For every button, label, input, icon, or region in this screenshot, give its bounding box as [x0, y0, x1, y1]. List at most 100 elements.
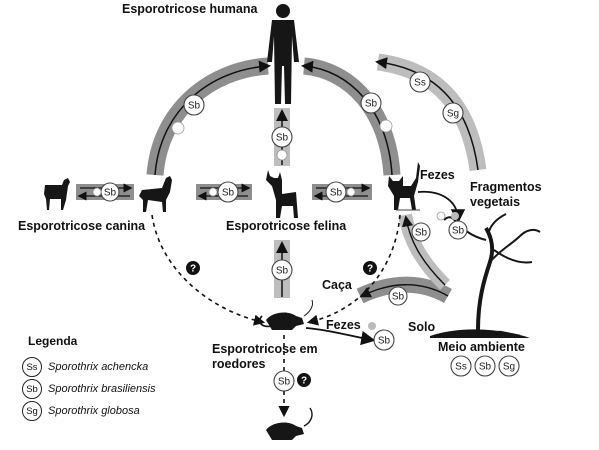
legend-item-sb: Sb Sporothrix brasiliensis — [22, 378, 156, 400]
species-coin-label: Sg — [503, 362, 515, 373]
legend-code-ss: Ss — [22, 357, 42, 377]
species-coin-sb: Sb — [271, 259, 293, 281]
unknown-question-icon: ? — [297, 373, 311, 387]
svg-text:?: ? — [367, 264, 373, 275]
species-coin-label: Sb — [276, 133, 289, 144]
rat-icon-bottom — [266, 407, 313, 440]
rat-icon-middle — [258, 299, 313, 330]
band-tree-to-rodent — [356, 276, 452, 304]
unknown-question-icon — [368, 322, 376, 330]
species-coin-circle — [498, 355, 520, 377]
species-coin-ss — [379, 119, 393, 133]
species-coin-circle — [448, 220, 468, 240]
cat-icon-right — [388, 162, 420, 211]
species-coin-label: Sb — [392, 292, 405, 303]
species-coin-label: Sb — [415, 228, 428, 239]
species-coin-label: Sb — [479, 362, 492, 373]
svg-text:?: ? — [190, 264, 196, 275]
species-coin-circle — [271, 259, 293, 281]
doberman-icon — [139, 176, 172, 212]
species-coin-ss — [92, 187, 102, 197]
species-coin-label: Sb — [278, 377, 291, 388]
label-soil: Solo — [408, 320, 436, 334]
species-coin-circle — [379, 119, 393, 133]
unknown-question-icon: ? — [363, 261, 377, 275]
species-coin-sb: Sb — [474, 355, 496, 377]
label-canine-sporotrichosis: Esporotricose canina — [18, 219, 146, 233]
soil-mound — [430, 329, 530, 338]
species-coin-sg: Sg — [498, 355, 520, 377]
species-coin-label: Ss — [414, 78, 426, 89]
species-coin-sg: Sg — [442, 102, 464, 124]
species-coin-label: Sb — [378, 336, 391, 347]
dog-icon-left — [44, 178, 70, 210]
label-feces-rodent: Fezes — [326, 318, 361, 332]
band-fragments-to-human — [375, 53, 487, 172]
species-coin-label: Sb — [365, 99, 378, 110]
species-coin-circle — [373, 329, 395, 351]
species-coin-ss — [346, 187, 356, 197]
band-feline-to-human — [301, 57, 401, 176]
species-coin-circle — [450, 355, 472, 377]
arrow-rodent-feces-to-soil — [305, 327, 376, 346]
species-coin-circle — [92, 187, 102, 197]
species-coin-circle — [474, 355, 496, 377]
species-coin-ss — [208, 187, 218, 197]
species-coin-circle — [346, 187, 356, 197]
label-plant-fragments: Fragmentos vegetais — [470, 180, 542, 209]
species-coin-label: Sb — [188, 101, 201, 112]
legend-item-sg: Sg Sporothrix globosa — [22, 400, 140, 422]
species-coin-sb: Sb — [411, 222, 431, 242]
species-coin-circle — [273, 370, 295, 392]
species-coin-label: Sg — [447, 109, 459, 120]
band-canine-to-human — [146, 57, 271, 176]
label-environment: Meio ambiente — [438, 340, 525, 354]
species-coin-circle — [276, 149, 288, 161]
species-coin-circle — [208, 187, 218, 197]
legend-code-sb: Sb — [22, 379, 42, 399]
dashed-dog-to-rodent — [151, 214, 266, 326]
species-coin-ss — [171, 121, 185, 135]
label-feline-sporotrichosis: Esporotricose felina — [226, 219, 347, 233]
species-coin-circle — [217, 181, 239, 203]
species-coin-sb: Sb — [217, 181, 239, 203]
label-rodent-sporotrichosis: Esporotricose em roedores — [212, 342, 318, 371]
legend-name-sb: Sporothrix brasiliensis — [48, 383, 156, 395]
species-coin-sb: Sb — [373, 329, 395, 351]
species-coin-ss: Ss — [450, 355, 472, 377]
band-tree-to-cat — [398, 213, 450, 290]
species-coin-sb: Sb — [273, 370, 295, 392]
legend-name-sg: Sporothrix globosa — [48, 405, 140, 417]
species-coin-circle — [442, 102, 464, 124]
species-coin-label: Sb — [276, 266, 289, 277]
label-human-sporotrichosis: Esporotricose humana — [122, 2, 258, 16]
species-coin-ss: Ss — [409, 71, 431, 93]
unknown-question-icon: ? — [186, 261, 200, 275]
dashed-cat-to-rodent-hunt — [306, 214, 401, 326]
unknown-markers: ??? — [186, 212, 459, 387]
unknown-question-icon — [451, 212, 459, 220]
species-coin-circle — [411, 222, 431, 242]
species-coin-sb: Sb — [271, 126, 293, 148]
species-coin-circle — [388, 286, 408, 306]
legend-code-sg: Sg — [22, 401, 42, 421]
species-coin-circle — [409, 71, 431, 93]
species-coin-label: Sb — [330, 188, 343, 199]
species-coin-sb: Sb — [448, 220, 468, 240]
species-coin-label: Sb — [452, 226, 465, 237]
human-silhouette — [267, 4, 299, 104]
species-coin-sb: Sb — [360, 92, 382, 114]
label-hunting: Caça — [322, 278, 352, 292]
species-coin-circle — [360, 92, 382, 114]
species-coin-circle — [325, 181, 347, 203]
species-coin-sb: Sb — [183, 94, 205, 116]
svg-text:?: ? — [301, 376, 307, 387]
legend-title: Legenda — [28, 334, 78, 348]
species-coin-sb: Sb — [100, 182, 120, 202]
species-coin-label: Sb — [104, 188, 117, 199]
species-coin-ss — [276, 149, 288, 161]
species-coin-circle — [171, 121, 185, 135]
species-coin-sb: Sb — [388, 286, 408, 306]
